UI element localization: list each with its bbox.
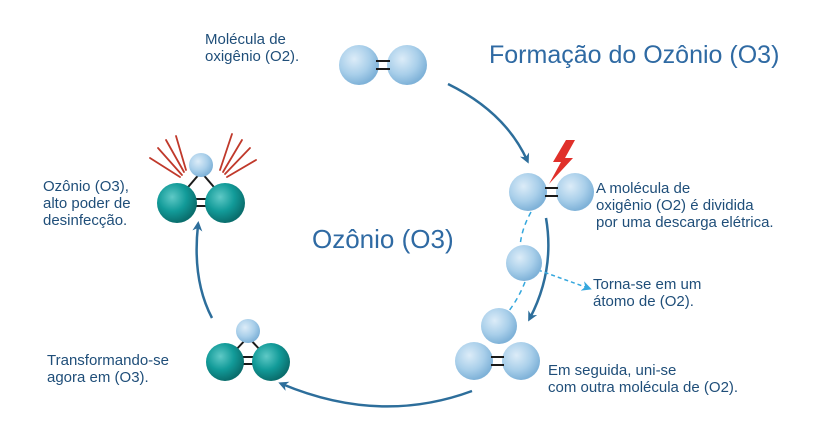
lightning-icon (549, 140, 575, 184)
label-transforming: Transformando-se agora em (O3). (47, 352, 169, 386)
ozone-molecule (157, 153, 245, 223)
ozone-glow-rays (149, 133, 257, 178)
cycle-arrow-top-right (447, 82, 530, 164)
dashed-pointer-arrow (537, 269, 592, 291)
ozone-molecule-forming (206, 319, 290, 381)
cycle-arrow-bottom (278, 381, 473, 408)
label-rejoin: Em seguida, uni-se com outra molécula de… (548, 362, 739, 396)
label-single-atom: Torna-se em um átomo de (O2). (593, 276, 702, 310)
cycle-arrow-right (528, 217, 550, 322)
dashed-split-path (519, 211, 532, 251)
oxygen-rejoin-group (455, 308, 540, 380)
label-ozone: Ozônio (O3), alto poder de desinfecção. (43, 178, 131, 229)
label-oxygen-molecule: Molécula de oxigênio (O2). (205, 31, 300, 65)
cycle-arrow-left (192, 221, 214, 319)
diagram-title: Formação do Ozônio (O3) (489, 41, 780, 69)
label-split-molecule: A molécula de oxigênio (O2) é dividida p… (596, 180, 774, 231)
center-label: Ozônio (O3) (312, 224, 454, 254)
oxygen-molecule-top (339, 45, 427, 85)
oxygen-molecule-split (509, 173, 594, 211)
oxygen-atom-single (506, 245, 542, 281)
